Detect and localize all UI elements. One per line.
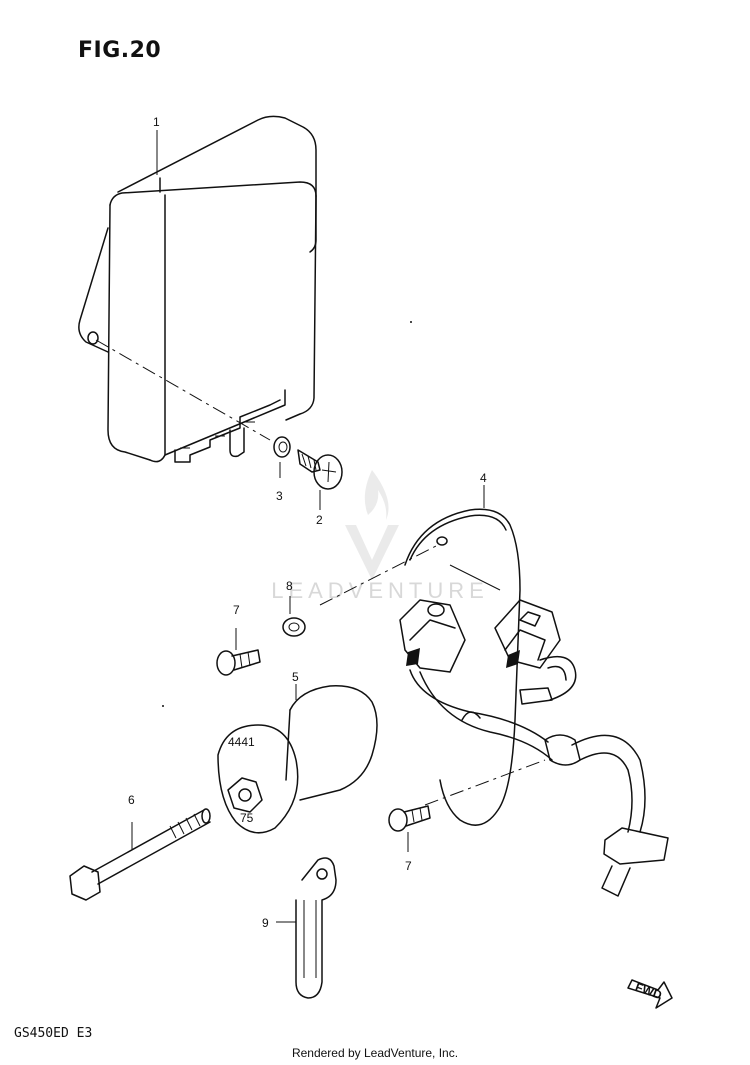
model-code: GS450ED E3 [14,1026,93,1041]
callout-6: 6 [128,793,135,807]
stray-dot [410,321,412,323]
washer-part-8 [282,596,306,637]
alignment-line-4 [319,544,439,606]
callout-7-lower: 7 [405,859,412,873]
cdi-unit-part-1 [78,115,317,463]
alignment-line-1 [95,339,271,441]
watermark-text: LEADVENTURE [271,578,489,603]
washer-part-3 [273,436,291,478]
callout-2: 2 [316,513,323,527]
callout-4: 4 [480,471,487,485]
stray-dot [162,705,164,707]
fwd-label: FWD [633,980,664,1003]
callout-9: 9 [262,916,269,930]
condenser-part-5: 4441 75 [217,684,378,834]
callout-5: 5 [292,670,299,684]
svg-text:75: 75 [240,811,254,825]
signal-generator-part-4 [399,485,669,897]
screw-part-2 [297,449,343,510]
screw-part-7-lower [388,805,431,852]
alignment-line-7 [424,759,546,806]
watermark-logo [345,470,399,580]
clamp-part-9 [276,857,337,999]
svg-text:4441: 4441 [228,735,255,749]
callout-7-upper: 7 [233,603,240,617]
rendered-by-credit: Rendered by LeadVenture, Inc. [291,1046,459,1060]
callout-3: 3 [276,489,283,503]
figure-title: FIG.20 [78,38,162,63]
bolt-part-6 [69,808,211,901]
callout-8: 8 [286,579,293,593]
forward-direction-arrow: FWD [627,979,673,1009]
screw-part-7-upper [216,628,261,676]
callout-1: 1 [153,115,160,129]
